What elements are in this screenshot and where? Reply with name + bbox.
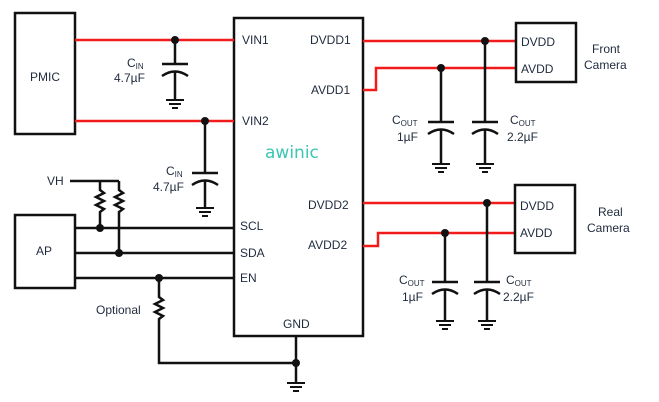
pin-avdd2: AVDD2: [308, 238, 347, 252]
pin-avdd1: AVDD1: [311, 83, 350, 97]
cin2-capacitor: [190, 121, 220, 217]
pin-dvdd2: DVDD2: [308, 198, 349, 212]
pullup-resistors: [70, 179, 126, 253]
cin1-name: CIN: [127, 56, 144, 71]
ap-label: AP: [36, 244, 52, 258]
pin-gnd: GND: [283, 317, 310, 331]
cin1-value: 4.7µF: [114, 71, 145, 85]
awinic-logo: awinic: [265, 143, 319, 163]
cout2b-capacitor: [472, 203, 502, 330]
chip-block: [232, 16, 365, 338]
pin-dvdd1: DVDD1: [310, 33, 351, 47]
cout1b-value: 2.2µF: [507, 130, 538, 144]
pin-vin1: VIN1: [242, 33, 269, 47]
cout2b-value: 2.2µF: [503, 290, 534, 304]
cout2a-capacitor: [430, 233, 460, 330]
pin-vin2: VIN2: [242, 114, 269, 128]
pin-scl: SCL: [240, 219, 264, 233]
cin1-capacitor: [160, 40, 190, 109]
avdd1-rail: [363, 66, 516, 92]
cout1b-capacitor: [470, 41, 500, 173]
rear-camera-label-2: Camera: [587, 221, 630, 235]
ground-icon: [286, 382, 306, 392]
front-camera-label-1: Front: [592, 42, 621, 56]
junction: [96, 224, 104, 232]
ap-block: [13, 213, 77, 290]
junction: [115, 249, 123, 257]
front-camera-block: [514, 21, 578, 84]
front-camera-pin-dvdd: DVDD: [521, 35, 555, 49]
junction: [292, 359, 300, 367]
optional-resistor: [152, 278, 296, 365]
vh-label: VH: [47, 174, 64, 188]
rear-camera-label-1: Real: [598, 205, 623, 219]
pin-sda: SDA: [240, 246, 265, 260]
cin2-name: CIN: [166, 164, 183, 179]
optional-label: Optional: [96, 303, 141, 317]
front-camera-label-2: Camera: [584, 58, 627, 72]
pmic-block: [13, 11, 77, 136]
cout2a-name: COUT: [399, 273, 425, 288]
avdd2-rail: [363, 231, 516, 248]
rear-camera-pin-avdd: AVDD: [520, 226, 553, 240]
cout1a-value: 1µF: [397, 130, 418, 144]
cout2a-value: 1µF: [402, 290, 423, 304]
rear-camera-pin-dvdd: DVDD: [520, 199, 554, 213]
rear-camera-block: [513, 183, 577, 255]
pmic-label: PMIC: [30, 70, 60, 84]
cin2-value: 4.7µF: [153, 180, 184, 194]
cout1b-name: COUT: [510, 113, 536, 128]
cout1a-capacitor: [426, 68, 456, 173]
front-camera-pin-avdd: AVDD: [521, 62, 554, 76]
pin-en: EN: [240, 271, 257, 285]
cout1a-name: COUT: [392, 113, 418, 128]
cout2b-name: COUT: [506, 273, 532, 288]
